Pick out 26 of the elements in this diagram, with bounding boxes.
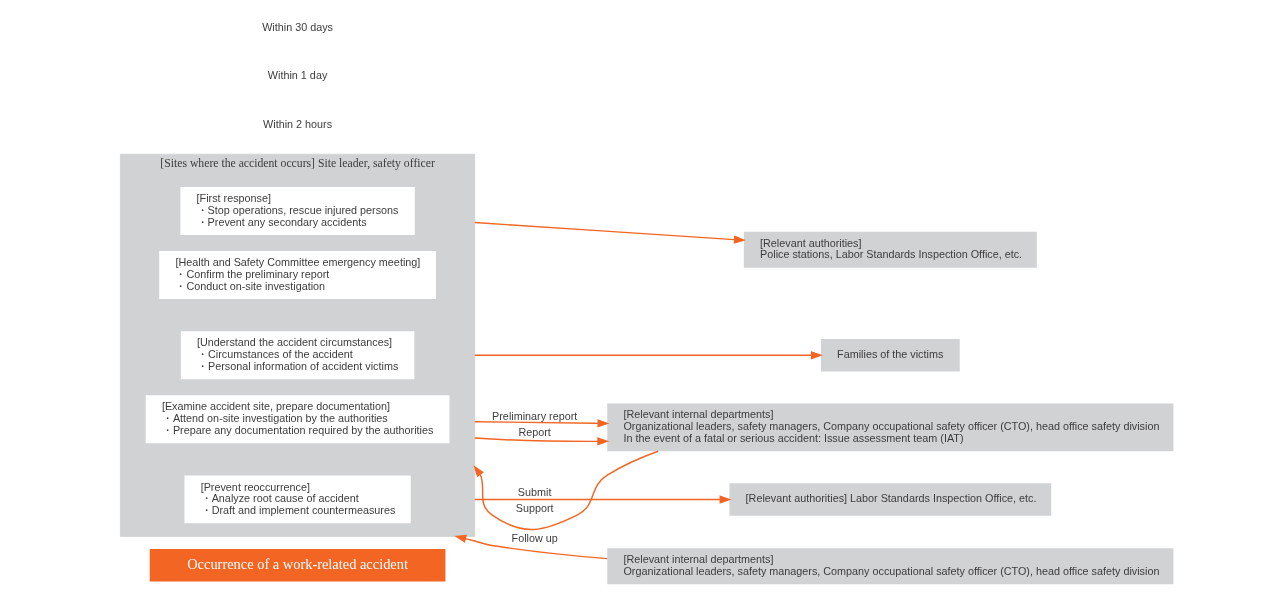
edge-label: Report <box>517 426 551 439</box>
node-box: Occurrence of a work-related accident <box>149 549 445 582</box>
label: Within 1 day <box>267 69 327 82</box>
label: Within 2 hours <box>262 118 332 131</box>
node-box: Families of the victims <box>820 339 960 372</box>
arrow <box>472 450 659 531</box>
arrow <box>473 437 609 446</box>
arrow <box>473 221 746 244</box>
node-box: [Prevent reoccurrence] ・Analyze root cause of accident ・Draft and implement countermeasures <box>183 475 411 524</box>
edge-label: Preliminary report <box>491 409 577 422</box>
node-box: [Relevant authorities] Labor Standards Inspection Office, etc. <box>728 483 1051 516</box>
node-box: [Relevant internal departments] Organizational leaders, safety managers, Company occupational safety officer (CTO), head office safety division In the event of a fatal or serious accident: Issue assessment team (IAT) <box>606 403 1173 452</box>
edge-label: Support <box>515 501 554 514</box>
arrow <box>473 419 609 428</box>
node-box: [First response] ・Stop operations, rescue injured persons ・Prevent any secondary accidents <box>179 187 415 235</box>
edge-label: Follow up <box>511 532 558 545</box>
arrow <box>453 534 608 560</box>
node-box: [Relevant internal departments] Organizational leaders, safety managers, Company occupational safety officer (CTO), head office safety division <box>606 548 1173 585</box>
node-box: [Relevant authorities] Police stations, Labor Standards Inspection Office, etc. <box>743 231 1037 268</box>
arrow <box>473 495 731 504</box>
arrow <box>473 351 823 360</box>
edge-label: Submit <box>517 486 551 499</box>
node-box: [Health and Safety Committee emergency meeting] ・Confirm the preliminary report ・Conduct on-site investigation <box>158 251 436 299</box>
node-box: [Examine accident site, prepare documentation] ・Attend on-site investigation by the authorities ・Prepare any documentation required by the authorities <box>145 395 449 444</box>
node-box: [Understand the accident circumstances] ・Circumstances of the accident ・Personal information of accident victims <box>180 331 414 380</box>
label: Within 30 days <box>261 20 333 33</box>
